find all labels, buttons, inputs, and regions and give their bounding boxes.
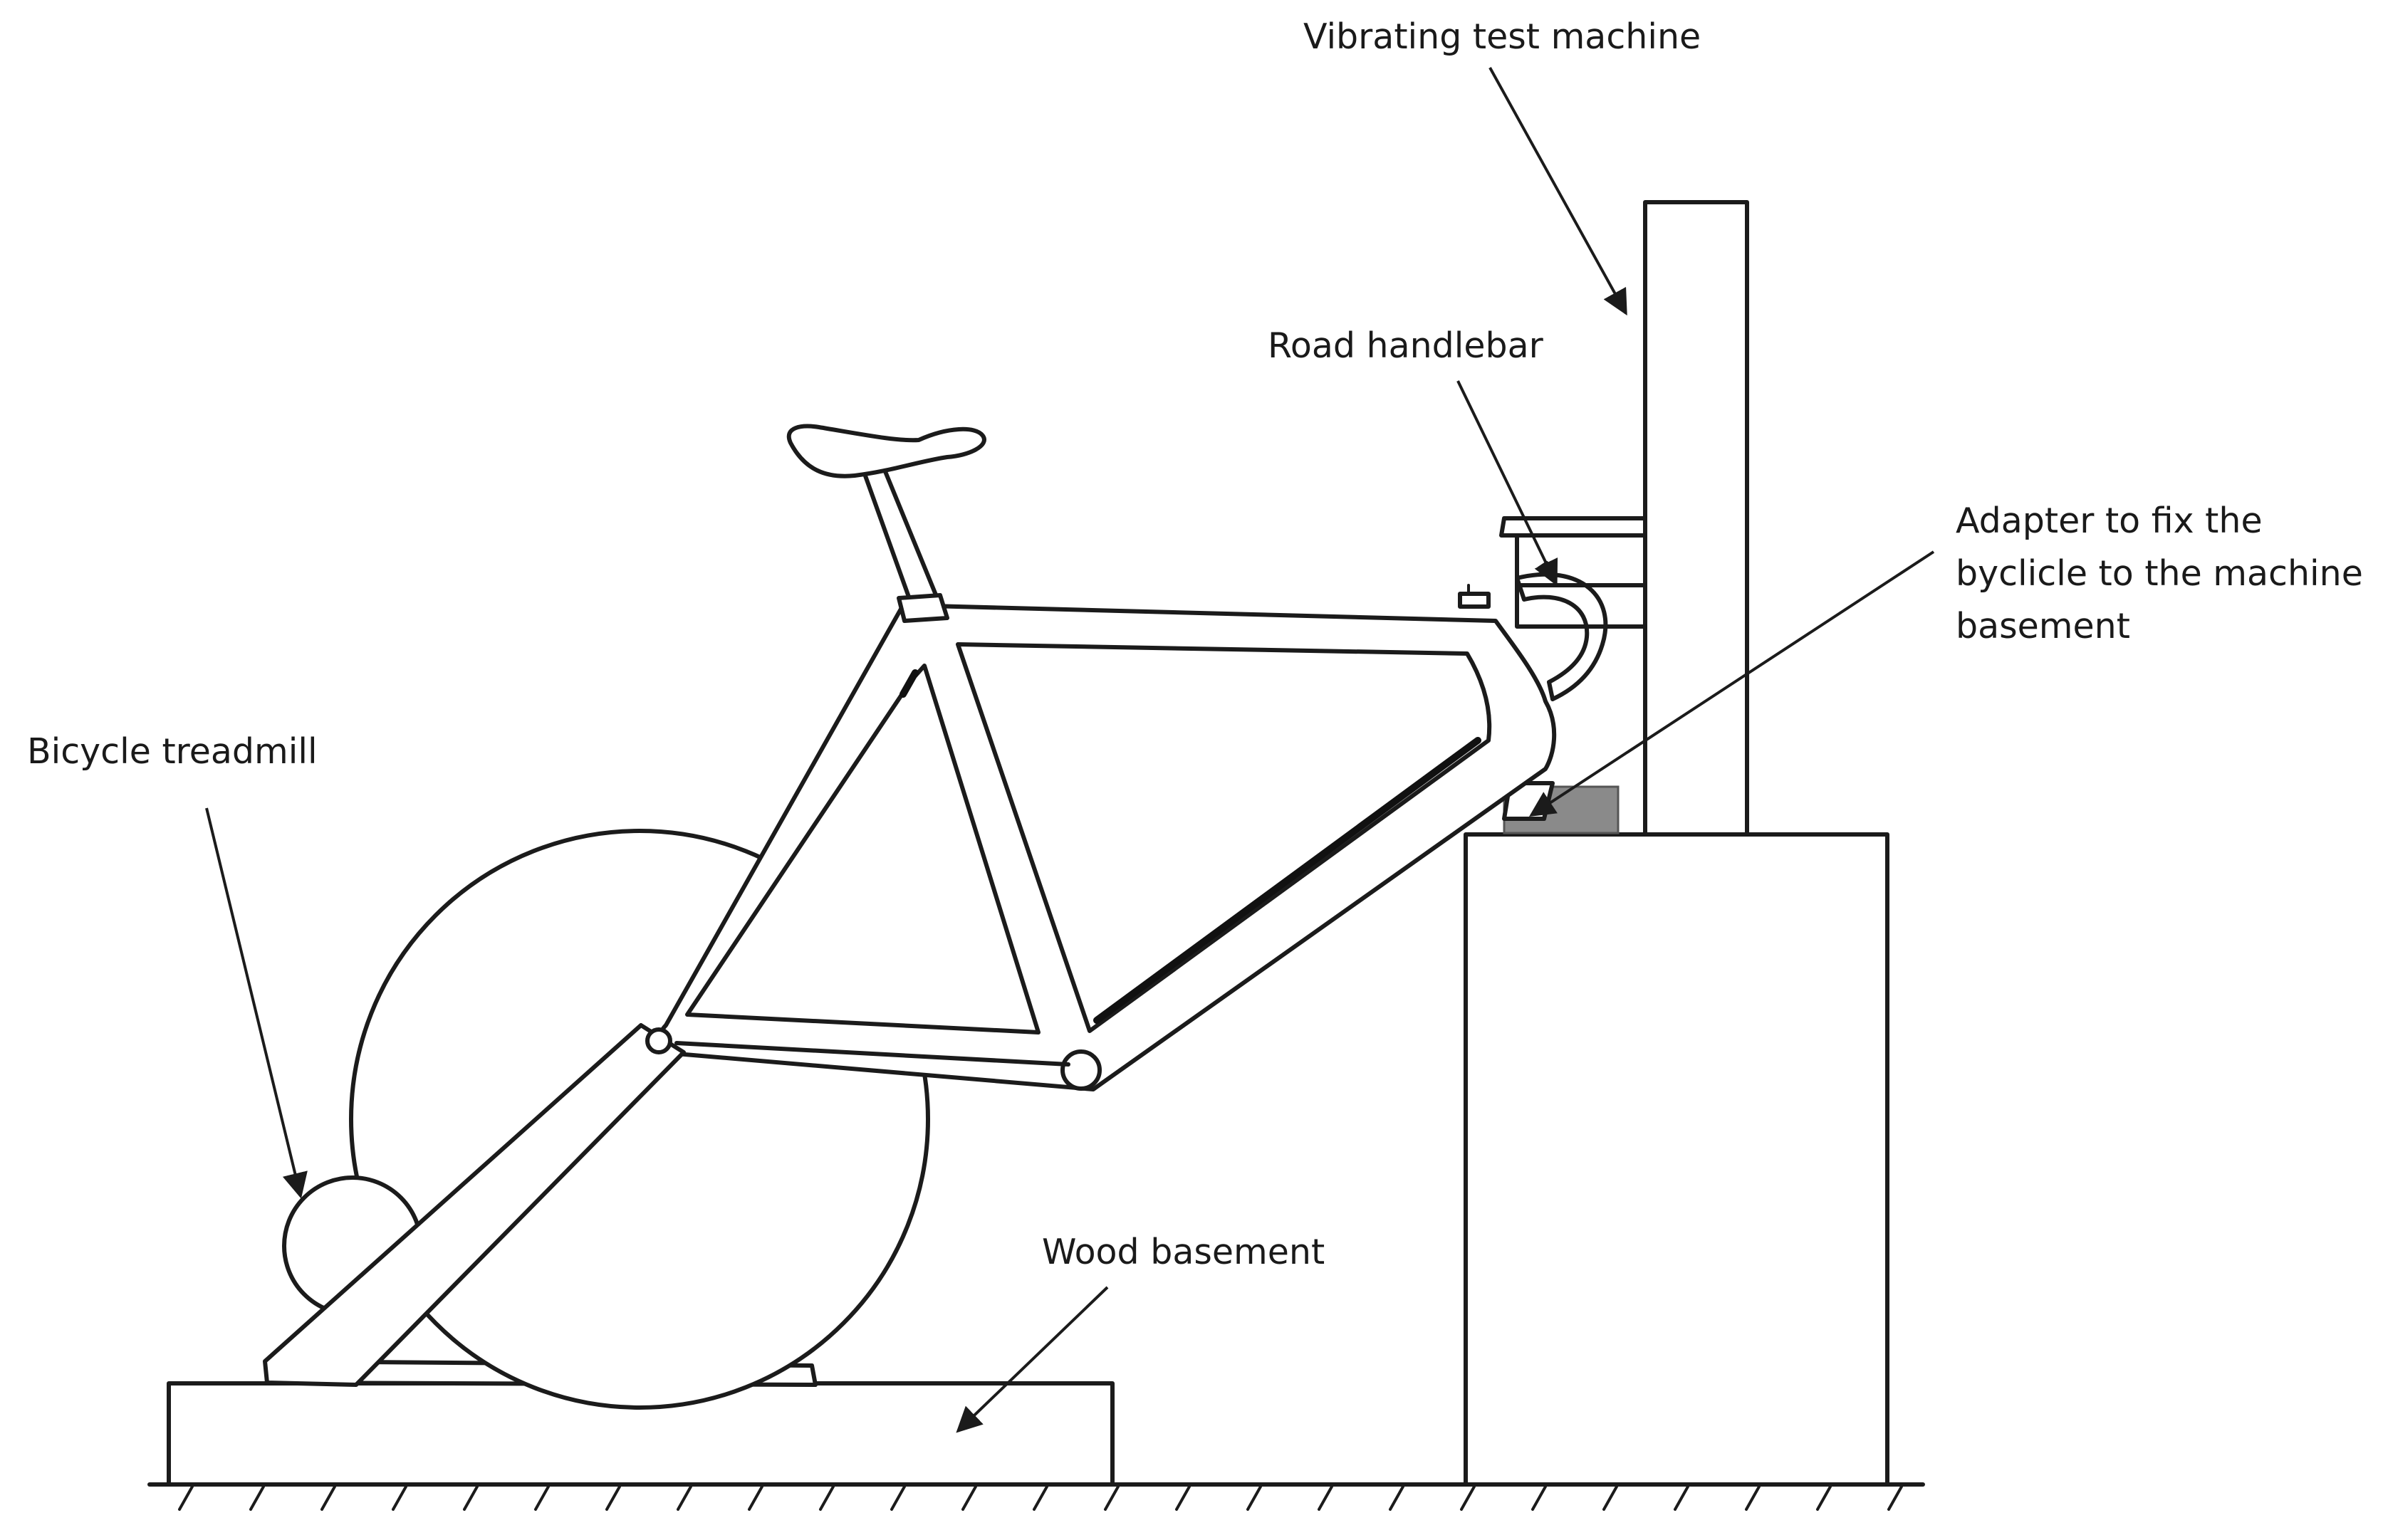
arrow-vibrating-machine xyxy=(1488,67,1627,316)
bicycle-stem xyxy=(1458,584,1491,609)
label-bicycle-treadmill: Bicycle treadmill xyxy=(27,731,318,772)
handlebar-bracket xyxy=(1499,516,1647,629)
road-handlebar xyxy=(1515,572,1608,701)
machine-basement-box xyxy=(1464,832,1889,1487)
label-adapter-line2: byclicle to the machine xyxy=(1956,553,2363,594)
label-road-handlebar: Road handlebar xyxy=(1268,325,1544,366)
arrow-wood-basement xyxy=(956,1286,1109,1433)
ground-line xyxy=(147,1482,1925,1511)
bicycle-saddle xyxy=(786,424,986,623)
arrow-bicycle-treadmill xyxy=(205,807,308,1199)
arrow-adapter xyxy=(1528,550,1935,817)
bicycle-frame xyxy=(263,603,1557,1387)
label-vibrating-machine: Vibrating test machine xyxy=(1303,16,1701,57)
label-wood-basement: Wood basement xyxy=(1042,1232,1325,1272)
arrow-road-handlebar xyxy=(1456,380,1558,587)
vibrating-machine-column xyxy=(1643,200,1749,837)
label-adapter-line3: basement xyxy=(1956,606,2130,646)
label-adapter-line1: Adapter to fix the xyxy=(1956,501,2263,541)
